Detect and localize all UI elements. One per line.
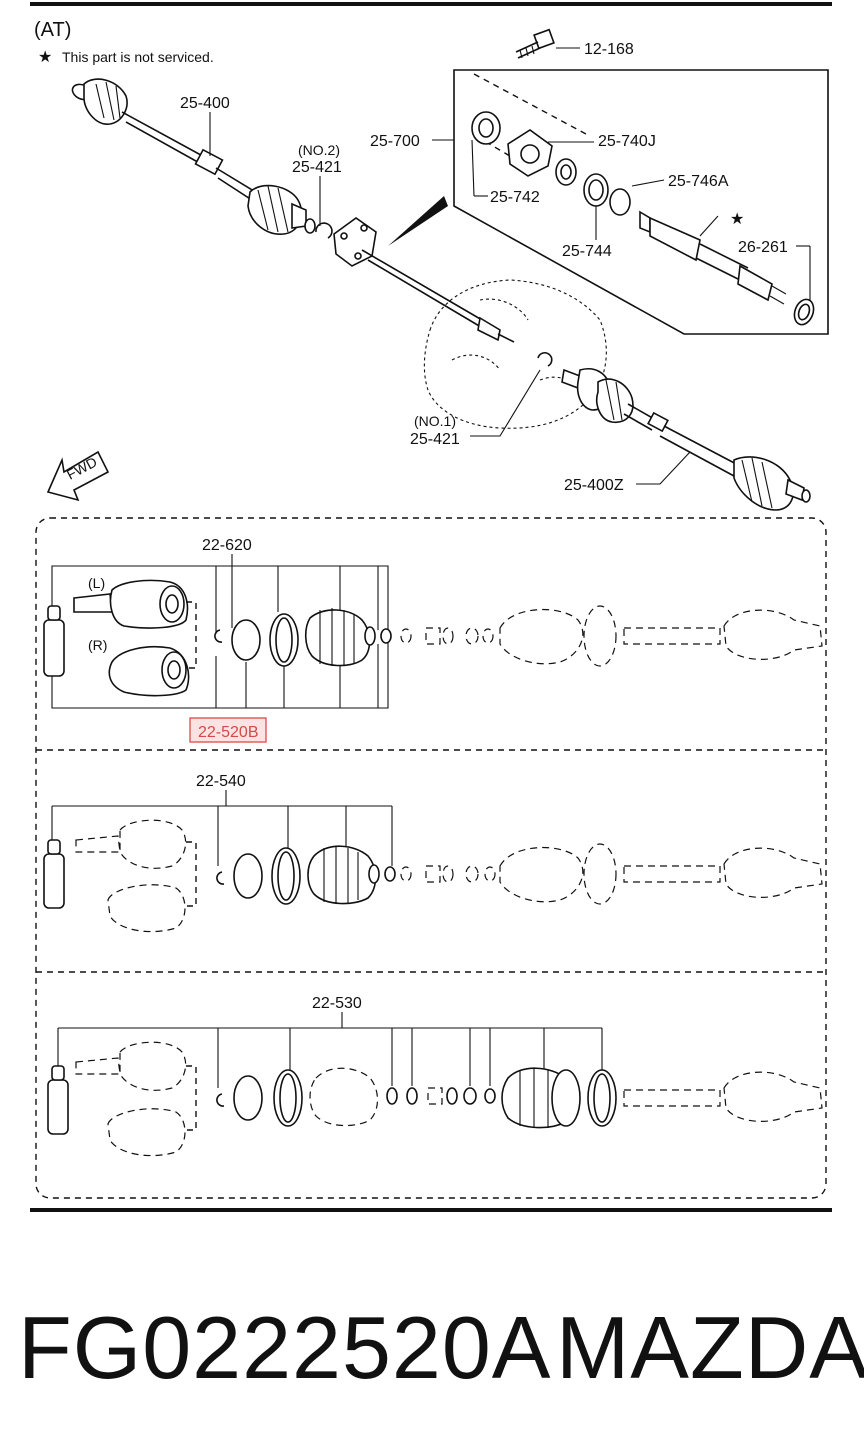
- clip-no1-icon: [537, 352, 553, 367]
- callout-25-742: 25-742: [490, 189, 540, 206]
- brand-name: MAZDA: [556, 1298, 864, 1397]
- section-code: (AT): [34, 19, 71, 41]
- intermediate-shaft: [333, 217, 515, 343]
- left-driveshaft: [71, 78, 316, 235]
- kit-code-22-540: 22-540: [196, 773, 246, 790]
- clip-no2-icon: [315, 222, 333, 239]
- callout-no1-tag: (NO.1): [414, 413, 456, 429]
- callout-25-421-bottom: 25-421: [410, 431, 460, 448]
- callout-no2-tag: (NO.2): [298, 142, 340, 158]
- kit-code-22-530: 22-530: [312, 995, 362, 1012]
- callout-25-744: 25-744: [562, 243, 612, 260]
- fwd-arrow-icon: FWD: [46, 450, 110, 502]
- bolt-icon: [515, 28, 555, 59]
- kit-code-22-620: 22-620: [202, 537, 252, 554]
- side-right-label: (R): [88, 637, 107, 653]
- callout-25-746A: 25-746A: [668, 173, 729, 190]
- inset-pointer: [388, 196, 448, 246]
- callout-12-168: 12-168: [584, 41, 634, 58]
- callout-25-400: 25-400: [180, 95, 230, 112]
- side-left-label: (L): [88, 575, 105, 591]
- right-driveshaft: [561, 368, 811, 511]
- bearing-inset: [453, 69, 829, 335]
- kit-22-530: 22-530: [47, 995, 823, 1157]
- callout-25-740J: 25-740J: [598, 133, 656, 150]
- callout-26-261: 26-261: [738, 239, 788, 256]
- note-text: This part is not serviced.: [62, 49, 214, 65]
- callout-25-700: 25-700: [370, 133, 420, 150]
- kit-panel: [35, 517, 827, 1199]
- star-icon-inset: ★: [730, 211, 744, 228]
- part-number: FG0222520A: [18, 1298, 552, 1397]
- callout-25-400Z: 25-400Z: [564, 477, 624, 494]
- kit-22-620: 22-620 (L) (R): [43, 537, 823, 709]
- callout-25-421-top: 25-421: [292, 159, 342, 176]
- highlight-box: [189, 717, 267, 743]
- star-icon: ★: [38, 49, 52, 66]
- kit-22-540: 22-540: [43, 773, 823, 933]
- highlight-code: 22-520B: [198, 724, 259, 741]
